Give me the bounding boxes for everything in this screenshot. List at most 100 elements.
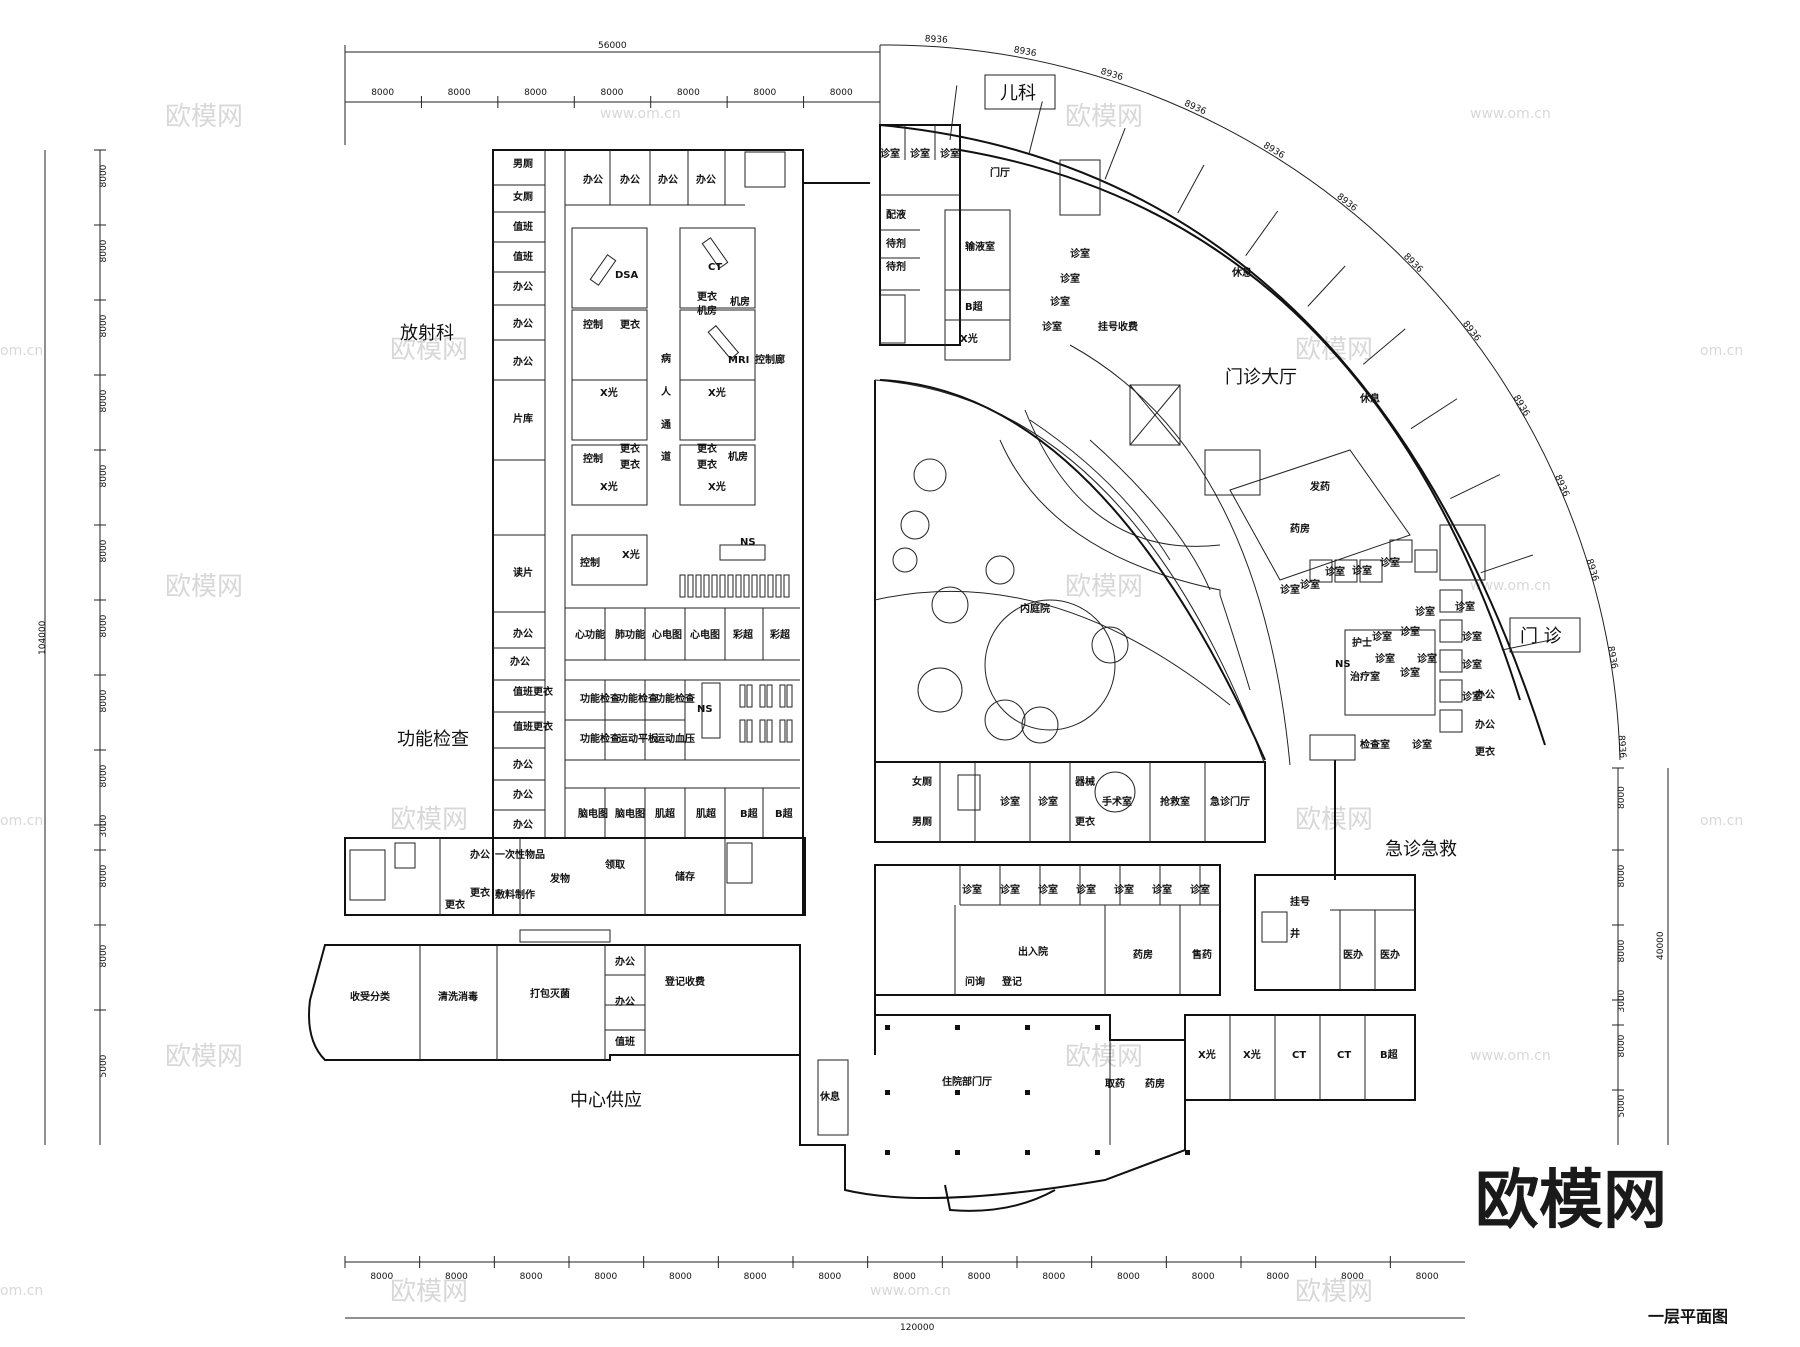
room-label: 机房: [697, 304, 717, 317]
room-label: 办公: [658, 173, 678, 186]
room-label: 诊室: [1372, 630, 1392, 643]
courtyard: [874, 379, 1266, 766]
room-label: 办公: [615, 955, 635, 968]
room-label: X光: [622, 548, 640, 561]
room-label: 休息: [819, 1090, 840, 1103]
room-labels-supply: 办公 一次性物品 更衣 更衣 敷料制作 发物 领取 储存 收受分类 清洗消毒 打…: [350, 848, 705, 1048]
room-label: 更衣: [697, 290, 717, 303]
room-label: 诊室: [1462, 658, 1482, 671]
dimension-label: 8936: [1335, 192, 1359, 214]
room-label: 控制: [583, 452, 603, 465]
watermark-text: 欧模网: [1065, 572, 1143, 602]
room-label: 办公: [620, 173, 640, 186]
room-label: 诊室: [1038, 795, 1058, 808]
room-label: X光: [708, 480, 726, 493]
room-label: 读片: [513, 566, 533, 579]
room-label: 输液室: [965, 240, 995, 253]
room-label: 休息: [1359, 392, 1380, 405]
dimension-label: 8936: [1182, 99, 1207, 118]
room-labels-pediatrics: 诊室 诊室 诊室 门厅 配液 待剂 待剂 输液室 B超 X光 诊室 诊室 诊室 …: [880, 147, 1138, 345]
room-label: 药房: [1290, 522, 1310, 535]
dimension-label: 8000: [1341, 1272, 1364, 1282]
dimension-label: 8000: [99, 464, 109, 487]
dimension-label: 8000: [818, 1272, 841, 1282]
watermark-edge: om.cn: [1700, 343, 1743, 359]
room-label: 彩超: [769, 628, 791, 641]
room-labels-inpatient: 出入院 药房 售药 问询 登记 住院部门厅 休息 取药 药房 X光 X光 CT …: [819, 945, 1399, 1103]
room-label: 办公: [513, 280, 533, 293]
room-label: 诊室: [1352, 564, 1372, 577]
department-label-pediatrics: 儿科: [1000, 83, 1036, 104]
room-label: 诊室: [1462, 690, 1482, 703]
room-label: 取药: [1105, 1077, 1125, 1090]
dimension-label: 8000: [594, 1272, 617, 1282]
room-label: 药房: [1145, 1077, 1165, 1090]
room-label: 更衣: [697, 442, 717, 455]
department-label-radiology: 放射科: [400, 323, 454, 344]
room-label: 控制: [580, 556, 600, 569]
room-label: 门厅: [990, 166, 1010, 179]
room-label: 出入院: [1018, 945, 1048, 958]
room-label: 诊室: [1000, 883, 1020, 896]
room-label: X光: [1243, 1048, 1261, 1061]
dimension-label: 8000: [1617, 939, 1627, 962]
room-label: 诊室: [1417, 652, 1437, 665]
room-label: 更衣: [445, 898, 465, 911]
dimension-label: 8000: [99, 164, 109, 187]
dimension-label: 8000: [99, 689, 109, 712]
dimension-label: 8000: [1192, 1272, 1215, 1282]
room-label: 人: [661, 385, 672, 398]
watermark-edge: om.cn: [0, 1283, 43, 1299]
emergency-block: [874, 760, 1416, 991]
dimension-label: 8000: [1617, 1034, 1627, 1057]
room-label: 抢救室: [1160, 795, 1190, 808]
room-label: 通: [661, 419, 671, 431]
room-label: 心电图: [652, 628, 682, 641]
room-label: 诊室: [1412, 738, 1432, 751]
room-label: 机房: [730, 295, 750, 308]
room-label: 心电图: [690, 628, 720, 641]
watermark-url: www.om.cn: [600, 106, 681, 122]
drawing-title: 一层平面图: [1648, 1307, 1728, 1326]
watermark-layer: 欧模网 欧模网 www.om.cn www.om.cn 欧模网 欧模网 om.c…: [0, 102, 1743, 1307]
room-label: 办公: [696, 173, 716, 186]
dimension-label: 8000: [99, 314, 109, 337]
dimension-label: 5000: [99, 1054, 109, 1077]
room-labels-outpatient: 诊室 护士 诊室 NS 治疗室 诊室 诊室 诊室 诊室 诊室 诊室 诊室 诊室 …: [1335, 600, 1495, 758]
room-label: 办公: [1475, 688, 1495, 701]
watermark-text: 欧模网: [165, 102, 243, 132]
room-label: 发药: [1309, 480, 1330, 493]
room-label: B超: [740, 807, 759, 820]
room-label: 登记: [1001, 975, 1022, 988]
room-label: 打包灭菌: [530, 987, 570, 1000]
room-label: 肌超: [696, 807, 717, 820]
room-label: 挂号: [1290, 895, 1310, 908]
dimension-label: 8936: [1605, 645, 1619, 670]
dimension-label: 8000: [1042, 1272, 1065, 1282]
room-labels-function: 办公 办公 值班更衣 值班更衣 办公 办公 办公 心功能 肺功能 心电图 心电图…: [510, 627, 794, 831]
room-label: 办公: [615, 995, 635, 1008]
watermark-text: 欧模网: [390, 335, 468, 365]
room-label: 诊室: [880, 147, 900, 160]
room-label: 男厕: [513, 158, 533, 170]
room-label: 功能检查: [580, 732, 621, 745]
dimension-label: 40000: [1656, 931, 1666, 960]
watermark-edge: om.cn: [1700, 813, 1743, 829]
room-label: CT: [1292, 1050, 1306, 1061]
dimension-label: 8000: [99, 539, 109, 562]
room-label: 办公: [513, 355, 533, 368]
room-label: 办公: [513, 818, 533, 831]
watermark-text: 欧模网: [1295, 1277, 1373, 1307]
room-label: NS: [740, 537, 756, 548]
watermark-text: 欧模网: [390, 805, 468, 835]
room-label: 道: [661, 450, 671, 463]
dimension-label: 8000: [744, 1272, 767, 1282]
room-label: X光: [1198, 1048, 1216, 1061]
dimension-label: 8000: [1416, 1272, 1439, 1282]
dimension-label: 8000: [753, 88, 776, 98]
room-label: 收受分类: [350, 990, 390, 1003]
room-label: 诊室: [1300, 578, 1320, 591]
dimension-label: 8000: [1617, 786, 1627, 809]
dimension-label: 8000: [99, 389, 109, 412]
